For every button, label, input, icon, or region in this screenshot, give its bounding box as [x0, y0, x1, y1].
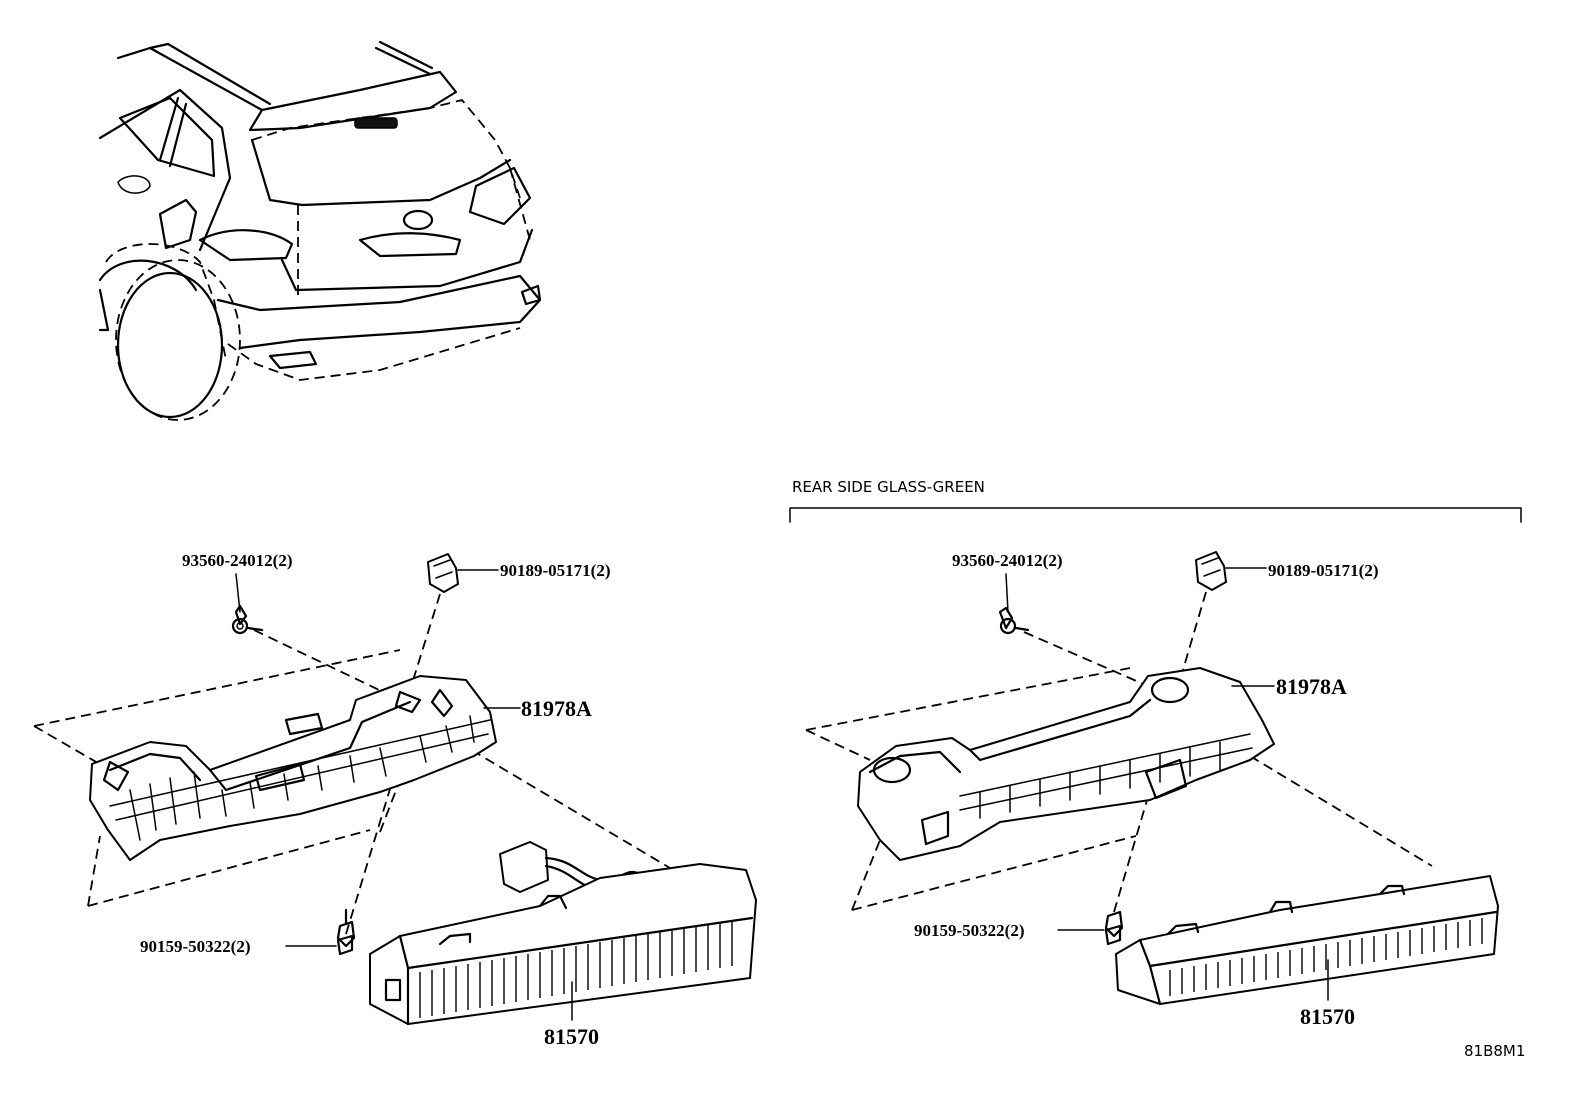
bracket-81978a-left — [89, 675, 497, 861]
left-assembly — [33, 553, 757, 1026]
bracket-81978a-right — [857, 667, 1275, 861]
callout-bolt-93560-right: 93560-24012(2) — [952, 551, 1063, 570]
clip-90189-right — [1195, 551, 1227, 591]
callout-bolt-93560-left: 93560-24012(2) — [182, 551, 293, 570]
callout-lamp-81570-right: 81570 — [1300, 1004, 1355, 1029]
clip-90189-left — [427, 553, 459, 593]
figure-code: 81B8M1 — [1464, 1042, 1526, 1060]
bolt-93560-right — [998, 606, 1030, 635]
lamp-lens-hatch-right — [1169, 918, 1483, 996]
bolt-93560-left — [231, 604, 264, 635]
callout-bracket-81978a-left: 81978A — [521, 696, 592, 721]
callout-clip-90189-left: 90189-05171(2) — [500, 561, 611, 580]
right-assembly — [789, 507, 1522, 1006]
variant-bracket-line — [789, 507, 1522, 523]
callout-lamp-81570-left: 81570 — [544, 1024, 599, 1049]
callout-clip-90189-right: 90189-05171(2) — [1268, 561, 1379, 580]
callout-bracket-81978a-right: 81978A — [1276, 674, 1347, 699]
screw-90159-right — [1104, 910, 1124, 946]
callout-screw-90159-right: 90159-50322(2) — [914, 921, 1025, 940]
lamp-81570-left — [369, 863, 757, 1026]
callout-screw-90159-left: 90159-50322(2) — [140, 937, 251, 956]
vehicle-rear-illustration — [98, 40, 542, 421]
lamp-81570-right — [1115, 875, 1499, 1006]
lamp-lens-hatch-left — [419, 920, 733, 1018]
variant-label: REAR SIDE GLASS-GREEN — [792, 478, 985, 496]
screw-90159-left — [336, 908, 356, 956]
